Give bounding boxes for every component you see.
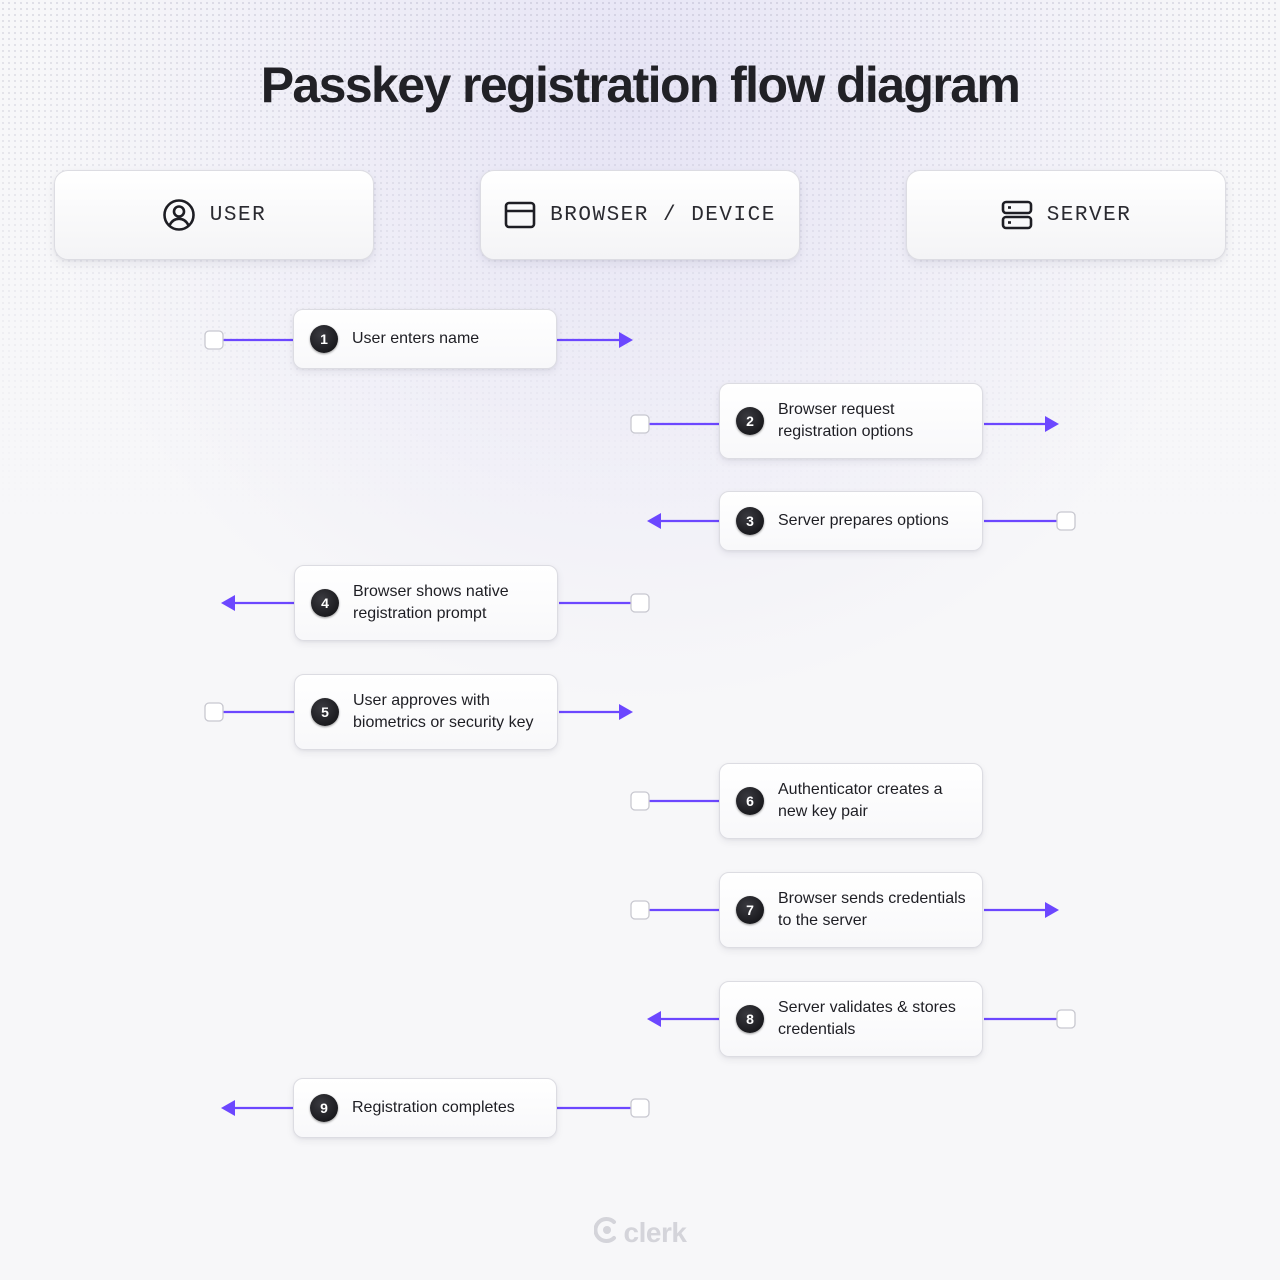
lane-label: BROWSER / DEVICE [550,203,776,227]
connector-step-2 [630,414,1059,434]
step-7-card: 7 Browser sends credentials to the serve… [719,872,983,948]
step-4-card: 4 Browser shows native registration prom… [294,565,558,641]
clerk-logo: clerk [0,1216,1280,1249]
lane-server: SERVER [906,170,1226,260]
connector-step-8 [647,1009,1076,1029]
lane-browser-device: BROWSER / DEVICE [480,170,800,260]
browser-window-icon [504,201,536,229]
step-8-card: 8 Server validates & stores credentials [719,981,983,1057]
connector-step-7 [630,900,1059,920]
step-number-badge: 6 [736,787,764,815]
step-text: Registration completes [352,1099,515,1116]
step-text: User approves with biometrics or securit… [353,692,534,731]
step-number-badge: 1 [310,325,338,353]
step-text: Browser request registration options [778,401,914,440]
connector-step-3 [647,511,1076,531]
connector-step-5 [204,702,633,722]
step-number-badge: 9 [310,1094,338,1122]
lane-label: USER [209,203,267,227]
step-number-badge: 8 [736,1005,764,1033]
step-1-card: 1 User enters name [293,309,557,369]
step-number-badge: 7 [736,896,764,924]
step-text: User enters name [352,330,480,347]
step-number-badge: 5 [311,698,339,726]
lane-label: SERVER [1046,203,1132,227]
step-text: Server prepares options [778,512,949,529]
step-text: Server validates & stores credentials [778,999,956,1038]
step-6-card: 6 Authenticator creates a new key pair [719,763,983,839]
clerk-logo-icon [593,1216,620,1249]
step-3-card: 3 Server prepares options [719,491,983,551]
step-2-card: 2 Browser request registration options [719,383,983,459]
server-icon [1001,200,1033,230]
clerk-logo-text: clerk [623,1216,687,1248]
step-text: Authenticator creates a new key pair [778,781,943,820]
step-5-card: 5 User approves with biometrics or secur… [294,674,558,750]
connector-step-4 [221,593,650,613]
step-text: Browser shows native registration prompt [353,583,509,622]
page-title: Passkey registration flow diagram [260,57,1021,113]
connector-step-1 [204,330,633,350]
step-text: Browser sends credentials to the server [778,890,966,929]
step-9-card: 9 Registration completes [293,1078,557,1138]
step-number-badge: 4 [311,589,339,617]
user-circle-icon [162,198,196,232]
step-number-badge: 3 [736,507,764,535]
connector-step-6 [630,791,720,811]
connector-step-9 [221,1098,650,1118]
step-number-badge: 2 [736,407,764,435]
lane-user: USER [54,170,374,260]
